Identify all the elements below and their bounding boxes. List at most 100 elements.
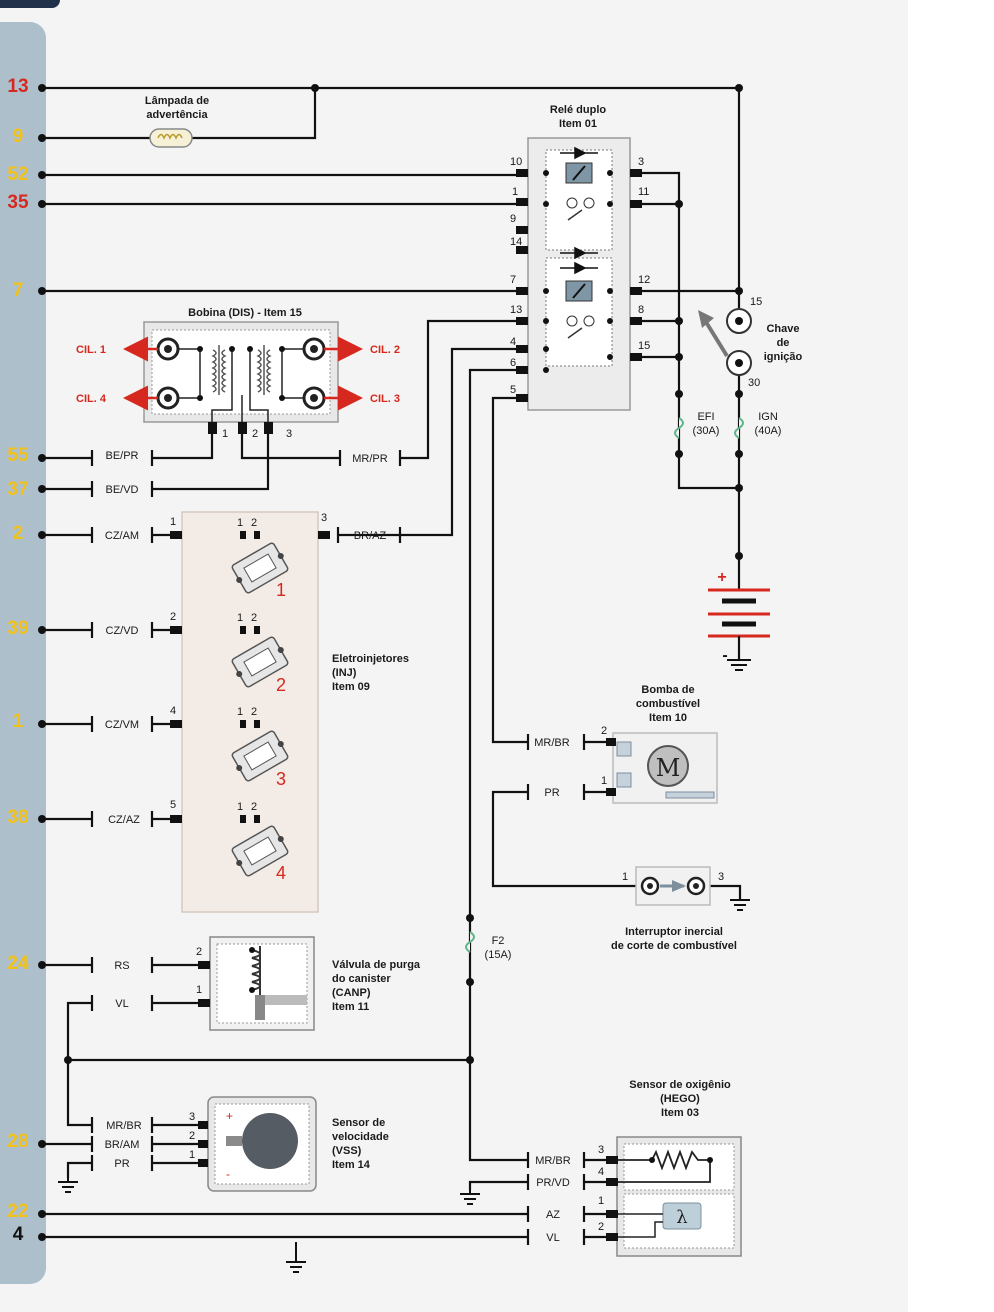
label-rs: RS bbox=[114, 960, 129, 972]
inertia-pin-1: 1 bbox=[622, 871, 628, 883]
inertia-title-1: Interruptor inercial bbox=[625, 926, 723, 938]
injector-4 bbox=[231, 825, 289, 877]
vss-title-4: Item 14 bbox=[332, 1159, 371, 1171]
coil-cil3: CIL. 3 bbox=[370, 393, 400, 405]
canp-pin-2: 2 bbox=[196, 946, 202, 958]
ecu-pin-7: 7 bbox=[12, 280, 24, 301]
vss-title-2: velocidade bbox=[332, 1131, 389, 1143]
ecu-pin-55: 55 bbox=[7, 445, 29, 466]
coil-pin-2: 2 bbox=[252, 428, 258, 440]
ignition-coil bbox=[123, 321, 363, 434]
fuse-symbols bbox=[465, 417, 744, 953]
wire-pin37-b bbox=[152, 430, 270, 491]
label-czam: CZ/AM bbox=[105, 530, 139, 542]
hego-lambda: λ bbox=[676, 1207, 687, 1228]
coil-cylinder-labels: CIL. 1 CIL. 4 CIL. 2 CIL. 3 bbox=[76, 344, 400, 405]
injector-1 bbox=[231, 542, 289, 594]
ecu-pin-38: 38 bbox=[7, 807, 29, 828]
pump-pin-2: 2 bbox=[601, 725, 607, 737]
inj-pin-5: 5 bbox=[170, 799, 176, 811]
pump-title-2: combustível bbox=[636, 698, 700, 710]
label-mrbr-hego: MR/BR bbox=[535, 1155, 571, 1167]
inj4-pin-a: 1 bbox=[237, 801, 243, 813]
ecu-pin-24: 24 bbox=[7, 953, 29, 974]
fuse-efi-rating: (30A) bbox=[693, 425, 720, 437]
wire-relay4 bbox=[400, 347, 518, 537]
inj3-pin-a: 1 bbox=[237, 706, 243, 718]
ign-label-1: Chave bbox=[766, 323, 799, 335]
ecu-pin-4: 4 bbox=[12, 1224, 24, 1245]
inj1-pin-b: 2 bbox=[251, 517, 257, 529]
relay-pin-3: 3 bbox=[638, 156, 644, 168]
label-czvd: CZ/VD bbox=[106, 625, 139, 637]
fuel-pump bbox=[606, 732, 718, 804]
vss-pin-1: 1 bbox=[189, 1149, 195, 1161]
label-braz: BR/AZ bbox=[354, 530, 387, 542]
lamp-label-1: Lâmpada de bbox=[145, 95, 209, 107]
ignition-switch bbox=[698, 308, 752, 376]
wire-color-labels: BE/PR BE/VD MR/PR CZ/AM BR/AZ CZ/VD CZ/V… bbox=[105, 450, 571, 1244]
wire-pin9-right bbox=[192, 88, 317, 140]
injector-2 bbox=[231, 636, 289, 688]
relay-pin-4: 4 bbox=[510, 336, 516, 348]
wires bbox=[42, 86, 742, 1239]
vss-title-3: (VSS) bbox=[332, 1145, 362, 1157]
ecu-pin-9: 9 bbox=[12, 126, 24, 147]
ground-symbols bbox=[286, 1190, 480, 1273]
relay-pin-7: 7 bbox=[510, 274, 516, 286]
inj-title-1: Eletroinjetores bbox=[332, 653, 409, 665]
ecu-connector-strip bbox=[0, 22, 46, 1284]
inj-number-2: 2 bbox=[276, 675, 286, 695]
hego-pin-2: 2 bbox=[598, 1221, 604, 1233]
pump-pin-1: 1 bbox=[601, 775, 607, 787]
wire-coil2 bbox=[240, 430, 340, 460]
relay-title-2: Item 01 bbox=[559, 118, 597, 130]
canp-title-1: Válvula de purga bbox=[332, 959, 421, 971]
wire-relay13 bbox=[400, 319, 518, 460]
canp-title-4: Item 11 bbox=[332, 1001, 369, 1013]
canp-title-3: (CANP) bbox=[332, 987, 371, 999]
coil-cil4: CIL. 4 bbox=[76, 393, 107, 405]
vss-pin-3: 3 bbox=[189, 1111, 195, 1123]
vss-plus: + bbox=[226, 1109, 233, 1123]
ecu-pin-28: 28 bbox=[7, 1131, 29, 1152]
fuse-efi-name: EFI bbox=[697, 411, 714, 423]
injector-connectors bbox=[170, 531, 330, 823]
injector-pin-tabs bbox=[240, 531, 260, 823]
wire-hego-prvd bbox=[468, 1180, 528, 1190]
ign-pin-15: 15 bbox=[750, 296, 762, 308]
coil-pin-3: 3 bbox=[286, 428, 292, 440]
inj1-pin-a: 1 bbox=[237, 517, 243, 529]
ign-label-3: ignição bbox=[764, 351, 803, 363]
wire-label-bars bbox=[90, 450, 586, 1245]
wire-vss-ground bbox=[66, 1161, 92, 1178]
relay-pin-13: 13 bbox=[510, 304, 522, 316]
battery-minus: - bbox=[722, 647, 727, 664]
wire-pin55-b bbox=[152, 430, 214, 460]
wire-inertia-ground bbox=[700, 884, 742, 900]
hego-pin-4: 4 bbox=[598, 1166, 604, 1178]
hego-pin-1: 1 bbox=[598, 1195, 604, 1207]
hego-title-3: Item 03 bbox=[661, 1107, 699, 1119]
hego-pin-3: 3 bbox=[598, 1144, 604, 1156]
label-bevd: BE/VD bbox=[105, 484, 138, 496]
relay-pin-labels: 10 1 9 14 7 13 4 6 5 3 11 12 8 15 bbox=[510, 156, 650, 396]
hego-title-1: Sensor de oxigênio bbox=[629, 1079, 731, 1091]
lamp-label-2: advertência bbox=[146, 109, 208, 121]
coil-cil2: CIL. 2 bbox=[370, 344, 400, 356]
inertia-title-2: de corte de combustível bbox=[611, 940, 737, 952]
label-bepr: BE/PR bbox=[105, 450, 138, 462]
label-mrbr-pump: MR/BR bbox=[534, 737, 570, 749]
relay-pin-15: 15 bbox=[638, 340, 650, 352]
ign-pin-30: 30 bbox=[748, 377, 760, 389]
coil-title: Bobina (DIS) - Item 15 bbox=[188, 307, 302, 319]
coil-pin-1: 1 bbox=[222, 428, 228, 440]
vss-minus: - bbox=[226, 1167, 230, 1181]
wire-relay3 bbox=[640, 171, 681, 454]
header-corner bbox=[0, 0, 60, 8]
wire-efi-bottom bbox=[677, 454, 739, 490]
injector-pin-labels: 1 2 4 5 3 1 2 1 2 1 2 1 2 bbox=[170, 512, 327, 813]
relay-pin-11: 11 bbox=[638, 186, 649, 198]
inj2-pin-a: 1 bbox=[237, 612, 243, 624]
